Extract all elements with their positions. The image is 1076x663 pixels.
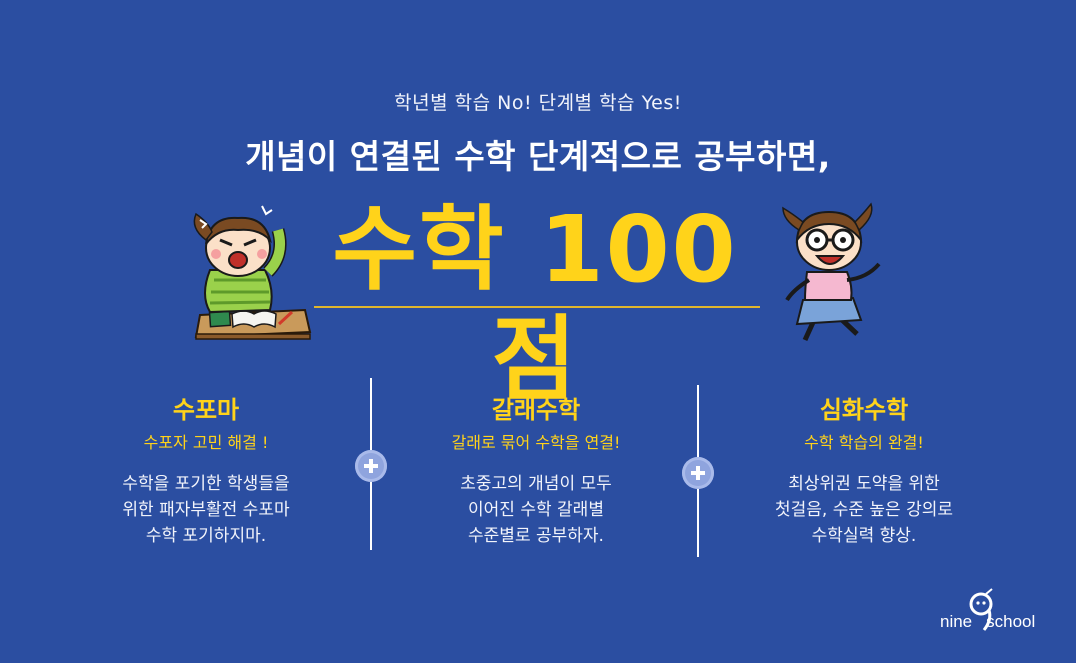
- logo-text: nine school: [940, 612, 1035, 632]
- plus-icon: [355, 450, 387, 482]
- description-line: 초중고의 개념이 모두: [460, 474, 612, 494]
- column-title: 심화수학: [819, 396, 909, 424]
- description-line: 수학을 포기한 학생들을: [122, 474, 290, 494]
- column-subtitle: 수학 학습의 완결!: [804, 433, 924, 452]
- column-title: 수포마: [172, 396, 240, 424]
- description-line: 이어진 수학 갈래별: [468, 500, 604, 520]
- column-supoma: 수포마 수포자 고민 해결 ! 수학을 포기한 학생들을 위한 패자부활전 수포…: [56, 395, 356, 549]
- column-simhwa: 심화수학 수학 학습의 완결! 최상위권 도약을 위한 첫걸음, 수준 높은 강…: [714, 395, 1014, 549]
- logo-text-school: school: [986, 612, 1036, 631]
- description-line: 최상위권 도약을 위한: [788, 474, 940, 494]
- score-underline: [314, 306, 760, 308]
- description-line: 수학 포기하지마.: [145, 526, 267, 546]
- description-line: 수준별로 공부하자.: [468, 526, 604, 546]
- description-line: 위한 패자부활전 수포마: [122, 500, 290, 520]
- sub-headline: 학년별 학습 No! 단계별 학습 Yes!: [394, 92, 682, 114]
- plus-icon: [682, 457, 714, 489]
- column-description: 수학을 포기한 학생들을 위한 패자부활전 수포마 수학 포기하지마.: [56, 471, 356, 549]
- column-description: 최상위권 도약을 위한 첫걸음, 수준 높은 강의로 수학실력 향상.: [714, 471, 1014, 549]
- nineschool-logo: nine school: [940, 588, 1060, 640]
- logo-text-nine: nine: [940, 612, 973, 631]
- logo-mark-icon: [969, 588, 993, 631]
- headline: 개념이 연결된 수학 단계적으로 공부하면,: [245, 137, 831, 176]
- column-description: 초중고의 개념이 모두 이어진 수학 갈래별 수준별로 공부하자.: [386, 471, 686, 549]
- column-subtitle: 갈래로 묶어 수학을 연결!: [451, 433, 621, 452]
- column-galrae: 갈래수학 갈래로 묶어 수학을 연결! 초중고의 개념이 모두 이어진 수학 갈…: [386, 395, 686, 549]
- happy-student-illustration: [782, 202, 881, 342]
- column-title: 갈래수학: [491, 396, 581, 424]
- description-line: 수학실력 향상.: [811, 526, 917, 546]
- column-subtitle: 수포자 고민 해결 !: [143, 433, 269, 452]
- frustrated-student-illustration: [193, 205, 312, 340]
- description-line: 첫걸음, 수준 높은 강의로: [774, 500, 953, 520]
- score-title: 수학 100점: [332, 196, 738, 413]
